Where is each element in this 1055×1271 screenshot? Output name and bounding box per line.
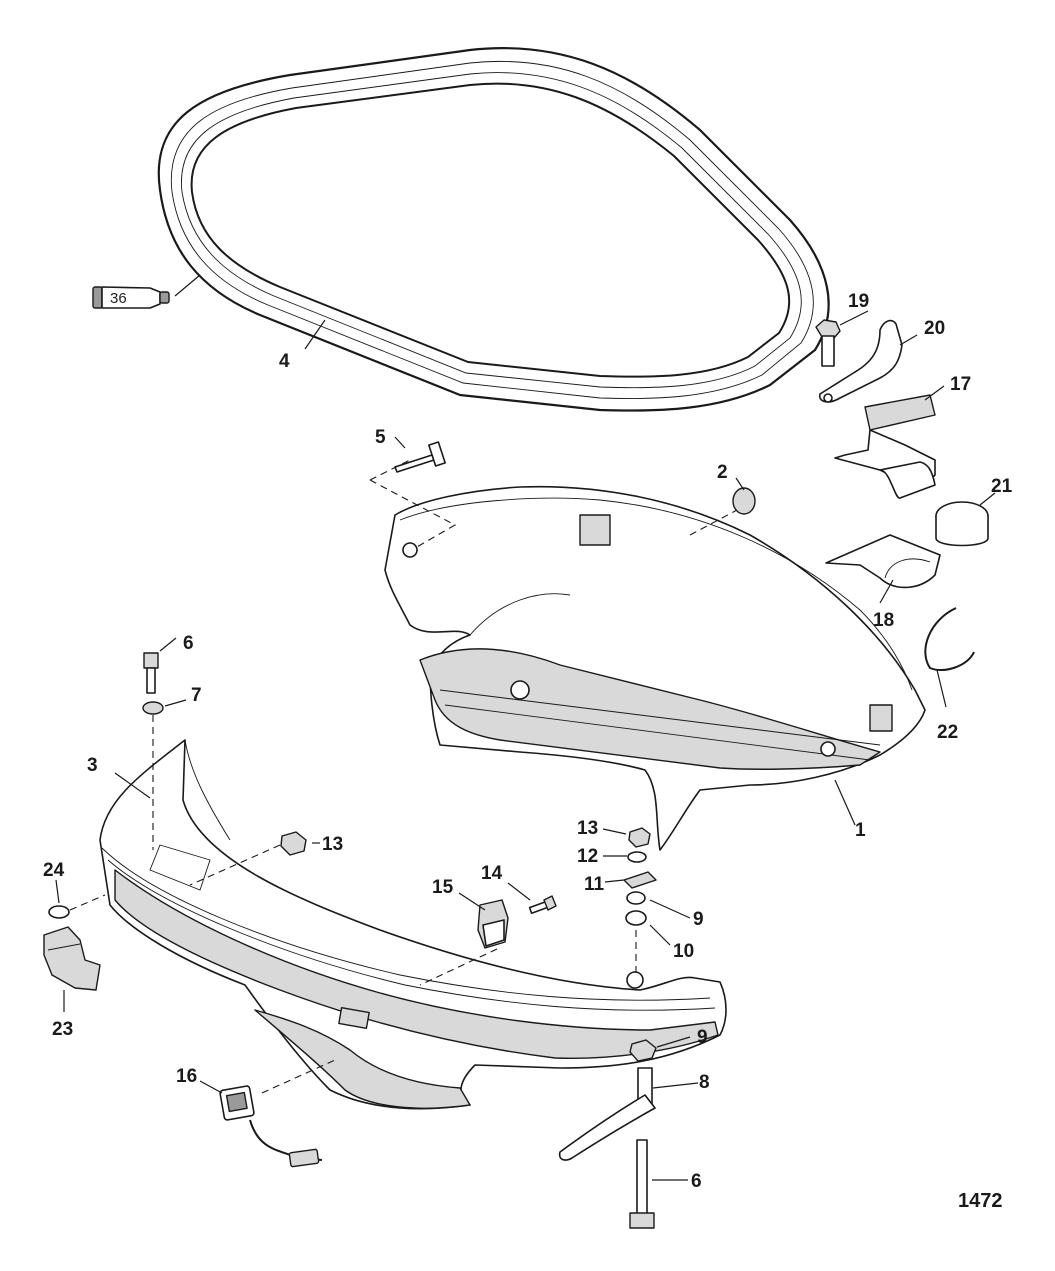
callout-22: 22	[937, 722, 958, 743]
ring-21	[935, 501, 989, 547]
callout-11: 11	[584, 874, 605, 895]
callout-16: 16	[176, 1066, 197, 1087]
callout-17: 17	[950, 374, 971, 395]
callout-15: 15	[432, 877, 454, 898]
screw-14	[528, 895, 557, 915]
sealant-tube: 36	[92, 286, 170, 309]
callout-3: 3	[87, 755, 98, 776]
callout-21: 21	[991, 476, 1013, 497]
callout-13-right: 13	[577, 818, 598, 839]
callout-23: 23	[52, 1019, 73, 1040]
exhaust-duct-17	[834, 394, 936, 499]
washer-7	[142, 701, 164, 715]
callout-labels: 1 2 3 4 5 6 6 7 8 9 9 10 11 12 13 13 14 …	[43, 291, 1013, 1192]
callout-12: 12	[577, 846, 598, 867]
sealant-tube-label: 36	[110, 290, 127, 307]
assembly-lines	[69, 459, 738, 1094]
callout-7: 7	[191, 685, 202, 706]
plate-23	[43, 926, 101, 991]
callout-20: 20	[924, 318, 945, 339]
o-ring-10	[625, 910, 647, 926]
washer-24	[48, 905, 70, 919]
callout-8: 8	[699, 1072, 710, 1093]
callout-14: 14	[481, 863, 503, 884]
bracket-20	[818, 319, 903, 403]
callout-1: 1	[855, 820, 866, 841]
switch-16	[219, 1085, 323, 1168]
callout-6-bottom: 6	[691, 1171, 702, 1192]
clamp-22	[924, 607, 975, 671]
bolt-6-bottom	[629, 1139, 655, 1229]
latch-15	[477, 899, 509, 949]
callout-24: 24	[43, 860, 65, 881]
nut-13-right	[628, 827, 651, 848]
bolt-6-top	[143, 652, 159, 694]
rear-lower-cowl	[384, 485, 926, 851]
grommet-9-upper	[626, 891, 646, 905]
cowl-seal-ring	[157, 47, 830, 412]
callout-9-lower: 9	[697, 1027, 708, 1048]
front-lower-cowl	[99, 739, 727, 1110]
duct-18	[825, 534, 941, 589]
callout-2: 2	[717, 462, 728, 483]
clip-11	[623, 871, 657, 889]
grommet-9-lower	[629, 1039, 657, 1062]
callout-10: 10	[673, 941, 694, 962]
plug	[732, 487, 756, 515]
callout-13-left: 13	[322, 834, 343, 855]
callout-19: 19	[848, 291, 869, 312]
figure-number: 1472	[958, 1190, 1003, 1212]
nut-13-left	[280, 831, 307, 856]
callout-6-top: 6	[183, 633, 194, 654]
hook-8	[558, 1067, 656, 1161]
callout-18: 18	[873, 610, 894, 631]
screw-5	[394, 441, 446, 473]
callout-5: 5	[375, 427, 386, 448]
washer-12	[627, 851, 647, 863]
callout-4: 4	[279, 351, 290, 372]
callout-9-upper: 9	[693, 909, 704, 930]
bolt-19	[815, 319, 841, 367]
leader-lines	[55, 274, 996, 1181]
